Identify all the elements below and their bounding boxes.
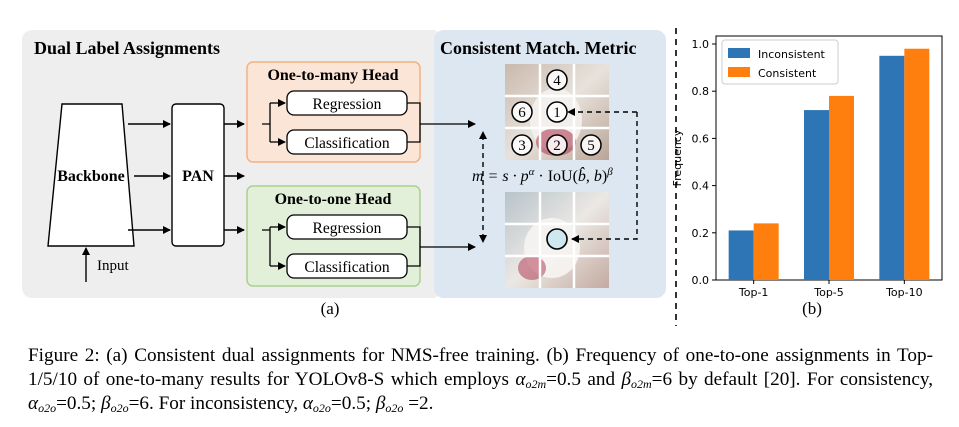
- cmm-title: Consistent Match. Metric: [440, 38, 636, 58]
- dual-title: Dual Label Assignments: [34, 38, 220, 58]
- x-tick-label: Top-10: [885, 286, 923, 299]
- pan-label: PAN: [182, 168, 214, 185]
- caption-text-5: =6. For inconsistency,: [128, 393, 299, 414]
- bar-inconsistent-top-10: [879, 55, 905, 280]
- dashed-feedback-arrow: [571, 112, 638, 243]
- branch: [407, 102, 440, 143]
- o2m-head-label: One-to-many Head: [267, 67, 398, 84]
- y-tick-label: 1.0: [692, 38, 710, 51]
- y-tick-label: 0.0: [692, 274, 710, 287]
- x-tick-label: Top-1: [738, 286, 769, 299]
- legend-box: [721, 39, 839, 85]
- bar-consistent-top-10: [904, 48, 930, 280]
- x-tick-label: Top-5: [813, 286, 844, 299]
- caption-text-1: (a) Consistent dual assignments for NMS-…: [28, 345, 933, 390]
- selected-anchor-circle: [546, 228, 568, 250]
- figure-caption: Figure 2: (a) Consistent dual assignment…: [28, 345, 933, 415]
- backbone-block: [47, 103, 135, 247]
- y-tick-label: 0.8: [692, 85, 710, 98]
- caption-text-2: =0.5 and: [546, 369, 616, 390]
- y-axis-label: Frequency: [671, 129, 684, 186]
- branch: [407, 226, 440, 267]
- pan-block: [171, 103, 225, 247]
- anchor-rank-circle: [511, 134, 533, 156]
- panel-b-label: (b): [802, 299, 822, 318]
- bar-consistent-top-5: [829, 95, 854, 280]
- anchor-rank-number: 3: [518, 138, 526, 154]
- y-tick-label: 0.6: [692, 132, 710, 145]
- legend-entry: Inconsistent: [758, 48, 826, 61]
- legend-swatch: [728, 48, 750, 58]
- anchor-rank-number: 1: [553, 105, 561, 121]
- bar-inconsistent-top-5: [804, 110, 829, 280]
- anchor-rank-circle: [546, 69, 568, 91]
- backbone-label: Backbone: [57, 168, 125, 185]
- o2m-regression-label: Regression: [313, 96, 382, 113]
- anchor-rank-number: 5: [587, 138, 595, 154]
- caption-text-3: =6 by default [20]. For consistency,: [651, 369, 933, 390]
- figure-label: Figure 2:: [28, 345, 100, 366]
- caption-text-7: =2.: [408, 393, 434, 414]
- anchor-rank-circle: [511, 101, 533, 123]
- y-tick-label: 0.4: [692, 180, 710, 193]
- o2m-classification-label: Classification: [304, 135, 389, 152]
- branch: [262, 103, 271, 142]
- panel-a-label: (a): [321, 299, 340, 318]
- branch: [262, 227, 271, 266]
- anchor-rank-circle: [546, 134, 568, 156]
- y-tick-label: 0.2: [692, 227, 710, 240]
- anchor-rank-number: 6: [518, 105, 526, 121]
- o2o-assignment-image: [505, 192, 609, 288]
- input-label: Input: [97, 258, 129, 274]
- anchor-rank-number: 4: [553, 73, 561, 89]
- caption-text-6: =0.5;: [330, 393, 372, 414]
- caption-text-4: =0.5;: [56, 393, 97, 414]
- legend-entry: Consistent: [758, 67, 817, 80]
- anchor-rank-number: 2: [553, 138, 561, 154]
- bar-inconsistent-top-1: [728, 230, 754, 280]
- bar-consistent-top-1: [753, 223, 779, 280]
- anchor-rank-circle: [580, 134, 602, 156]
- matching-metric-formula: m = s · pα · IoU(b̂, b)β: [472, 166, 613, 185]
- o2o-head-label: One-to-one Head: [275, 191, 392, 208]
- legend-swatch: [728, 67, 750, 77]
- o2o-classification-label: Classification: [304, 259, 389, 276]
- o2o-regression-label: Regression: [313, 220, 382, 237]
- figure-2: Dual Label Assignments Consistent Match.…: [22, 28, 943, 326]
